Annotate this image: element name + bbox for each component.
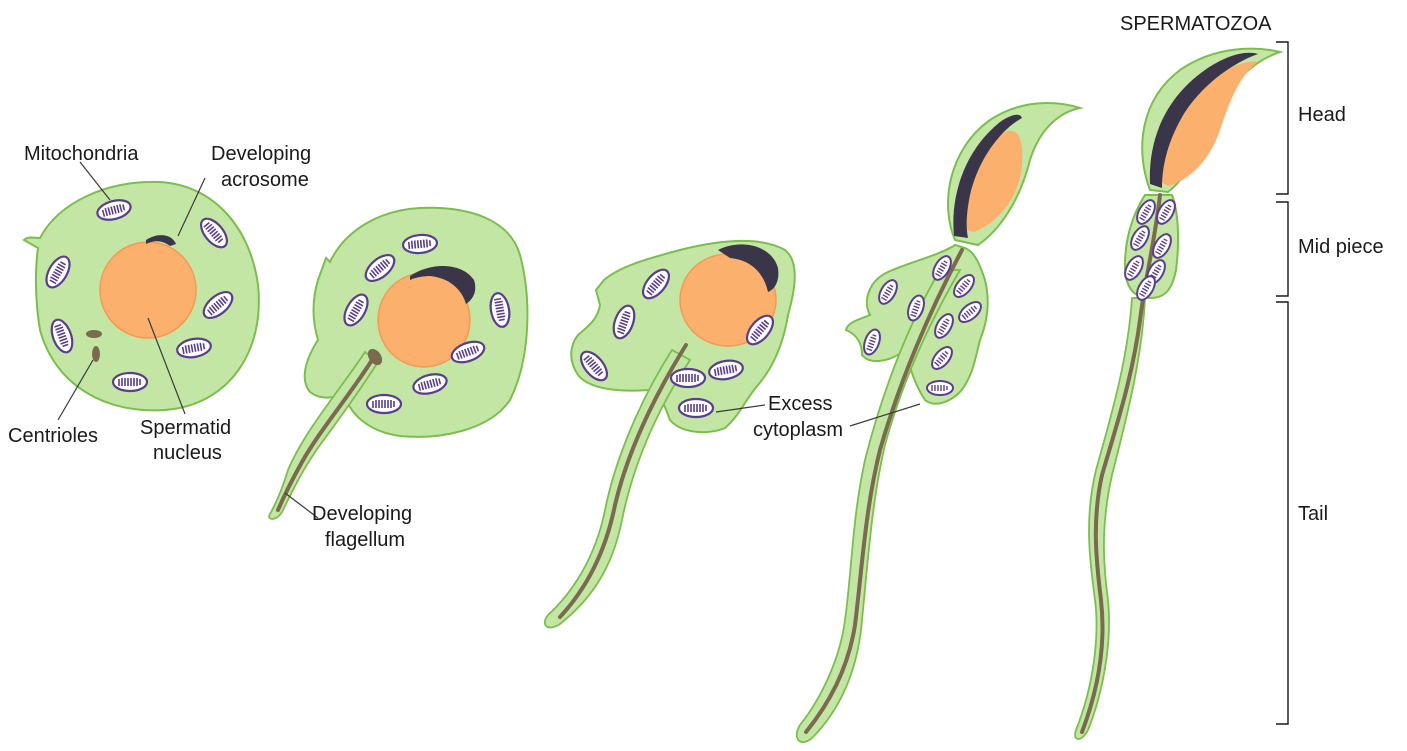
mitochondrion xyxy=(927,381,953,395)
bracket-tail xyxy=(1276,302,1288,724)
label-acrosome-line2: acrosome xyxy=(221,169,309,191)
label-flagellum-line2: flagellum xyxy=(325,529,405,551)
bracket-mid-piece xyxy=(1276,202,1288,296)
bracket-head xyxy=(1276,42,1288,194)
stage-5-spermatozoon xyxy=(1075,49,1280,739)
region-brackets xyxy=(1276,42,1288,724)
label-nucleus-line2: nucleus xyxy=(153,442,222,464)
stage-1-spermatid xyxy=(24,182,259,410)
label-head: Head xyxy=(1298,104,1346,126)
label-mid-piece: Mid piece xyxy=(1298,236,1384,258)
mitochondrion xyxy=(113,373,147,391)
centriole-1a xyxy=(86,330,102,338)
label-excess-line2: cytoplasm xyxy=(753,419,843,441)
label-flagellum-line1: Developing xyxy=(312,503,412,525)
mitochondrion xyxy=(671,369,705,387)
label-centrioles: Centrioles xyxy=(8,425,98,447)
mitochondrion xyxy=(367,395,401,413)
stage-2-spermatid xyxy=(269,208,527,519)
label-acrosome-line1: Developing xyxy=(211,143,311,165)
label-excess-line1: Excess xyxy=(768,393,832,415)
label-nucleus-line1: Spermatid xyxy=(140,417,231,439)
label-mitochondria: Mitochondria xyxy=(24,143,139,165)
title-spermatozoa: SPERMATOZOA xyxy=(1120,13,1272,35)
mitochondrion xyxy=(679,399,713,417)
spermatid-nucleus xyxy=(100,242,196,338)
centriole-1b xyxy=(92,346,100,362)
flagellum-5-sheath xyxy=(1075,298,1145,739)
label-tail: Tail xyxy=(1298,503,1328,525)
